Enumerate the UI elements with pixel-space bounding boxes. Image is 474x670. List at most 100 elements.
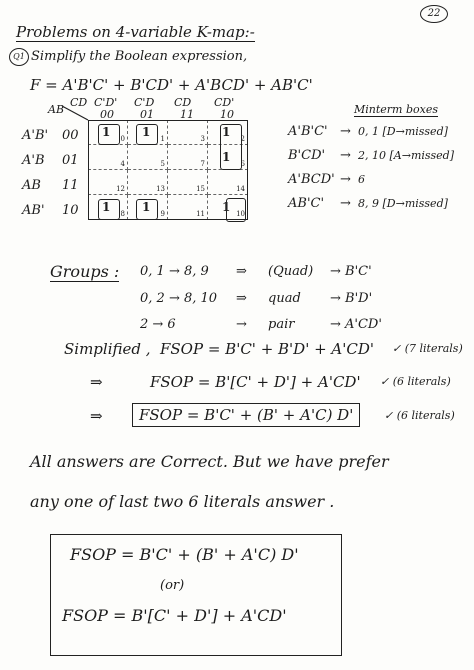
kmap-row-code: 00 (62, 128, 79, 143)
group-kind: quad (268, 291, 301, 306)
kmap-cell: 15 (168, 170, 208, 195)
kmap-minterm-index: 3 (200, 135, 205, 143)
minterm-term: AB'C' (288, 196, 325, 211)
simplified-arrow-2: ⇒ (90, 407, 103, 425)
group-result: → B'D' (330, 291, 373, 306)
kmap-row-var: AB (22, 178, 41, 193)
final-answer-line-1: FSOP = B'C' + (B' + A'C) D' (70, 545, 299, 564)
minterm-arrow: → (340, 148, 351, 163)
page-number: 22 (420, 5, 448, 23)
kmap-minterm-index: 13 (156, 185, 165, 193)
conclusion-line-1: All answers are Correct. But we have pre… (30, 452, 389, 471)
kmap-cell: 3 (168, 120, 208, 145)
groups-label: Groups : (50, 262, 120, 282)
final-answer-box (50, 534, 342, 656)
kmap-minterm-index: 9 (160, 210, 165, 218)
minterm-term: A'B'C' (288, 124, 328, 139)
kmap-row-var: A'B (22, 153, 45, 168)
group-kind: pair (268, 317, 295, 332)
kmap-row-var: A'B' (22, 128, 49, 143)
group-arrow: → (236, 317, 247, 332)
simplified-line-1: FSOP = B'C' + B'D' + A'CD' (160, 340, 375, 358)
kmap-col-var: C'D' (94, 96, 118, 109)
minterm-arrow: → (340, 172, 351, 187)
kmap-minterm-index: 10 (236, 210, 245, 218)
minterm-value: 2, 10 [A→missed] (358, 149, 455, 162)
group-kind: (Quad) (268, 264, 314, 279)
final-answer-or: (or) (160, 578, 185, 593)
final-answer-line-2: FSOP = B'[C' + D'] + A'CD' (62, 606, 287, 625)
kmap-col-var: C'D (134, 96, 155, 109)
kmap-cell: 5 (128, 145, 168, 170)
kmap-loop-quad-left-bottom (98, 199, 120, 220)
kmap-minterm-index: 6 (240, 160, 245, 168)
minterm-arrow: → (340, 124, 351, 139)
group-arrow: ⇒ (236, 264, 247, 279)
kmap-cell-value: 1 (102, 125, 111, 139)
kmap-col-code: 01 (140, 108, 154, 121)
group-result: → B'C' (330, 264, 372, 279)
kmap-minterm-index: 0 (120, 135, 125, 143)
kmap-cell: 13 (128, 170, 168, 195)
simplified-note-2: ✓ (6 literals) (380, 375, 451, 388)
kmap-loop-quad-left-top (98, 124, 120, 145)
page-title: Problems on 4-variable K-map:- (16, 23, 255, 42)
group-terms: 0, 2 → 8, 10 (140, 291, 218, 306)
simplified-line-3-boxed: FSOP = B'C' + (B' + A'C) D' (132, 403, 361, 427)
simplified-note-1: ✓ (7 literals) (392, 342, 463, 355)
kmap-minterm-index: 12 (116, 185, 125, 193)
minterm-value: 6 (358, 173, 365, 186)
group-terms: 2 → 6 (140, 317, 176, 332)
kmap-loop-pair (220, 124, 242, 170)
kmap-outline (88, 120, 248, 220)
kmap-cell: 12 (88, 170, 128, 195)
group-terms: 0, 1 → 8, 9 (140, 264, 209, 279)
kmap-col-code: 00 (100, 108, 114, 121)
simplified-label: Simplified , (64, 340, 151, 358)
minterm-value: 0, 1 [D→missed] (358, 125, 448, 138)
kmap-minterm-index: 5 (160, 160, 165, 168)
minterm-arrow: → (340, 196, 351, 211)
kmap-col-var: CD (174, 96, 192, 109)
kmap-cell: 4 (88, 145, 128, 170)
kmap-minterm-index: 2 (240, 135, 245, 143)
kmap-cell-value: 1 (222, 150, 231, 164)
simplified-arrow-1: ⇒ (90, 373, 103, 391)
question-text: Simplify the Boolean expression, (31, 49, 248, 64)
kmap-corner-line (61, 105, 89, 121)
kmap-loop-corner (226, 198, 246, 222)
kmap-minterm-index: 1 (160, 135, 165, 143)
boolean-expression: F = A'B'C' + B'CD' + A'BCD' + AB'C' (30, 76, 313, 94)
kmap-cell: 7 (168, 145, 208, 170)
minterm-value: 8, 9 [D→missed] (358, 197, 448, 210)
kmap-cell-value: 1 (102, 200, 111, 214)
kmap-row-code: 11 (62, 178, 79, 193)
kmap-cell-value: 1 (222, 125, 231, 139)
question-tag: Q1 (9, 48, 29, 66)
kmap-minterm-index: 4 (120, 160, 125, 168)
kmap-loop-quad-bottom (136, 199, 158, 220)
kmap-minterm-index: 15 (196, 185, 205, 193)
kmap-minterm-index: 14 (236, 185, 245, 193)
kmap-col-code: 10 (220, 108, 234, 121)
kmap-col-code: 11 (180, 108, 194, 121)
simplified-note-3: ✓ (6 literals) (384, 409, 455, 422)
kmap-corner-row: AB (48, 103, 65, 116)
conclusion-line-2: any one of last two 6 literals answer . (30, 492, 335, 511)
kmap-cell-value: 1 (142, 125, 151, 139)
kmap-row-code: 10 (62, 203, 79, 218)
simplified-line-2: FSOP = B'[C' + D'] + A'CD' (150, 373, 361, 391)
kmap-minterm-index: 7 (200, 160, 205, 168)
kmap-col-var: CD' (214, 96, 235, 109)
kmap-row-var: AB' (22, 203, 45, 218)
kmap-minterm-index: 11 (196, 210, 205, 218)
kmap-cell-value: 1 (142, 200, 151, 214)
kmap-corner-col: CD (70, 96, 88, 109)
group-arrow: ⇒ (236, 291, 247, 306)
kmap-minterm-index: 8 (120, 210, 125, 218)
group-result: → A'CD' (330, 317, 382, 332)
kmap-loop-quad-top (136, 124, 158, 145)
minterm-term: A'BCD' (288, 172, 335, 187)
minterm-heading: Minterm boxes (354, 103, 439, 117)
kmap-row-code: 01 (62, 153, 79, 168)
